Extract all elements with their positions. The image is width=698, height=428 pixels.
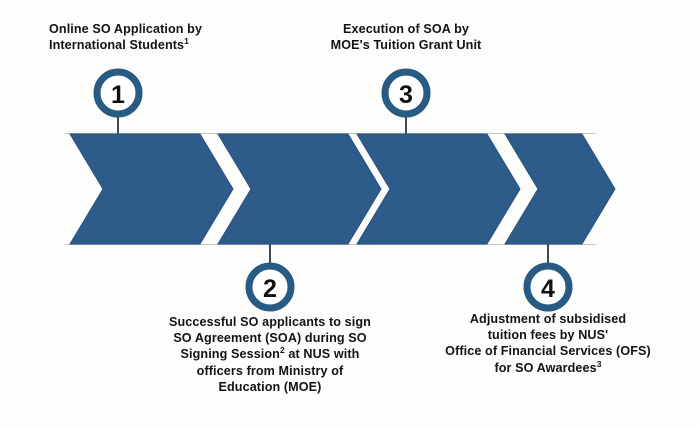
step-4-caption: Adjustment of subsidised tuition fees by…	[432, 311, 664, 376]
chevron-step-2[interactable]	[217, 133, 382, 245]
chevron-step-4[interactable]	[504, 133, 616, 245]
step-1-caption-text: Online SO Application by International S…	[49, 22, 203, 53]
step-2-footnote-marker: 2	[279, 345, 285, 356]
chevron-step-1[interactable]	[69, 133, 234, 245]
step-1-caption: Online SO Application by International S…	[49, 21, 319, 53]
chevron-step-3[interactable]	[356, 133, 521, 245]
step-badge-4[interactable]: 4	[523, 262, 573, 312]
step-4-caption-text: Adjustment of subsidised tuition fees by…	[445, 312, 651, 375]
step-badge-3-number: 3	[399, 81, 413, 109]
step-badge-2[interactable]: 2	[245, 262, 295, 312]
step-badge-2-number: 2	[263, 275, 277, 303]
step-badge-3[interactable]: 3	[381, 68, 431, 118]
step-badge-4-number: 4	[541, 275, 555, 303]
step-3-caption-text: Execution of SOA by MOE's Tuition Grant …	[330, 22, 482, 53]
step-2-caption: Successful SO applicants to sign SO Agre…	[155, 314, 385, 395]
step-2-caption-text-b: at NUS with officers from Ministry of Ed…	[196, 347, 360, 394]
step-1-footnote-marker: 1	[184, 36, 189, 47]
step-4-footnote-marker: 3	[596, 358, 602, 369]
step-2-caption-text-a: Successful SO applicants to sign SO Agre…	[169, 315, 371, 362]
step-3-caption: Execution of SOA by MOE's Tuition Grant …	[296, 21, 516, 53]
step-badge-1-number: 1	[111, 81, 125, 109]
step-badge-1[interactable]: 1	[93, 68, 143, 118]
